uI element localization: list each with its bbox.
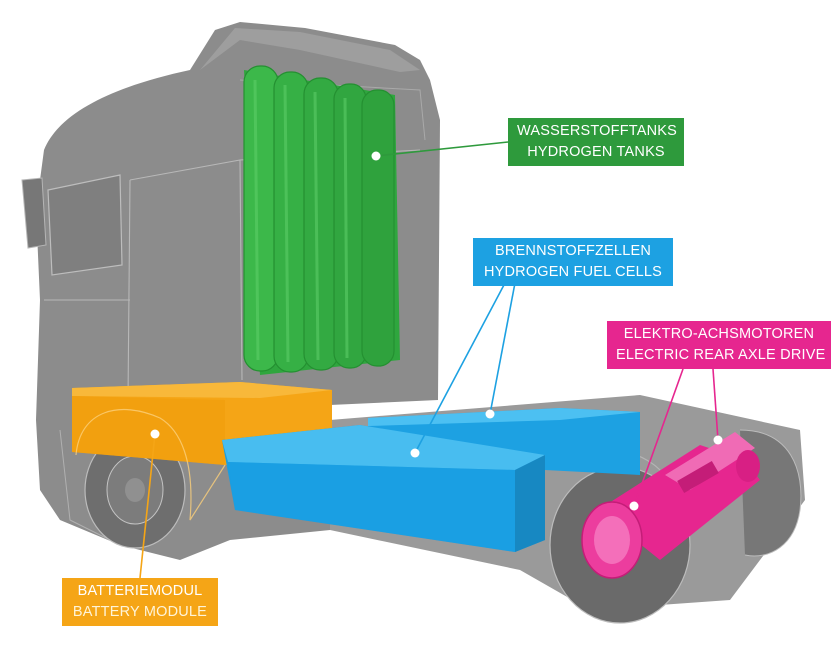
axle-drive-label: ELEKTRO-ACHSMOTOREN ELECTRIC REAR AXLE D… xyxy=(607,321,831,369)
fuel-cells-label-en: HYDROGEN FUEL CELLS xyxy=(483,264,663,280)
battery-module-label-de: BATTERIEMODUL xyxy=(77,583,203,599)
fuel-cells-label-de: BRENNSTOFFZELLEN xyxy=(494,243,652,259)
battery-module-label-en: BATTERY MODULE xyxy=(72,604,208,620)
hydrogen-tanks-label: WASSERSTOFFTANKS HYDROGEN TANKS xyxy=(508,118,684,166)
leader-dots xyxy=(150,151,723,511)
hydrogen-tanks xyxy=(243,65,400,375)
hydrogen-tanks-label-de: WASSERSTOFFTANKS xyxy=(517,123,678,139)
axle-drive-label-en: ELECTRIC REAR AXLE DRIVE xyxy=(616,347,826,363)
fuel-cells xyxy=(222,408,640,552)
hydrogen-tanks-label-en: HYDROGEN TANKS xyxy=(527,144,665,160)
leader-lines xyxy=(139,141,719,579)
axle-drive xyxy=(581,432,760,579)
fuel-cells-label: BRENNSTOFFZELLEN HYDROGEN FUEL CELLS xyxy=(473,238,673,286)
axle-drive-label-de: ELEKTRO-ACHSMOTOREN xyxy=(623,326,815,342)
battery-module-label: BATTERIEMODUL BATTERY MODULE xyxy=(62,578,218,626)
